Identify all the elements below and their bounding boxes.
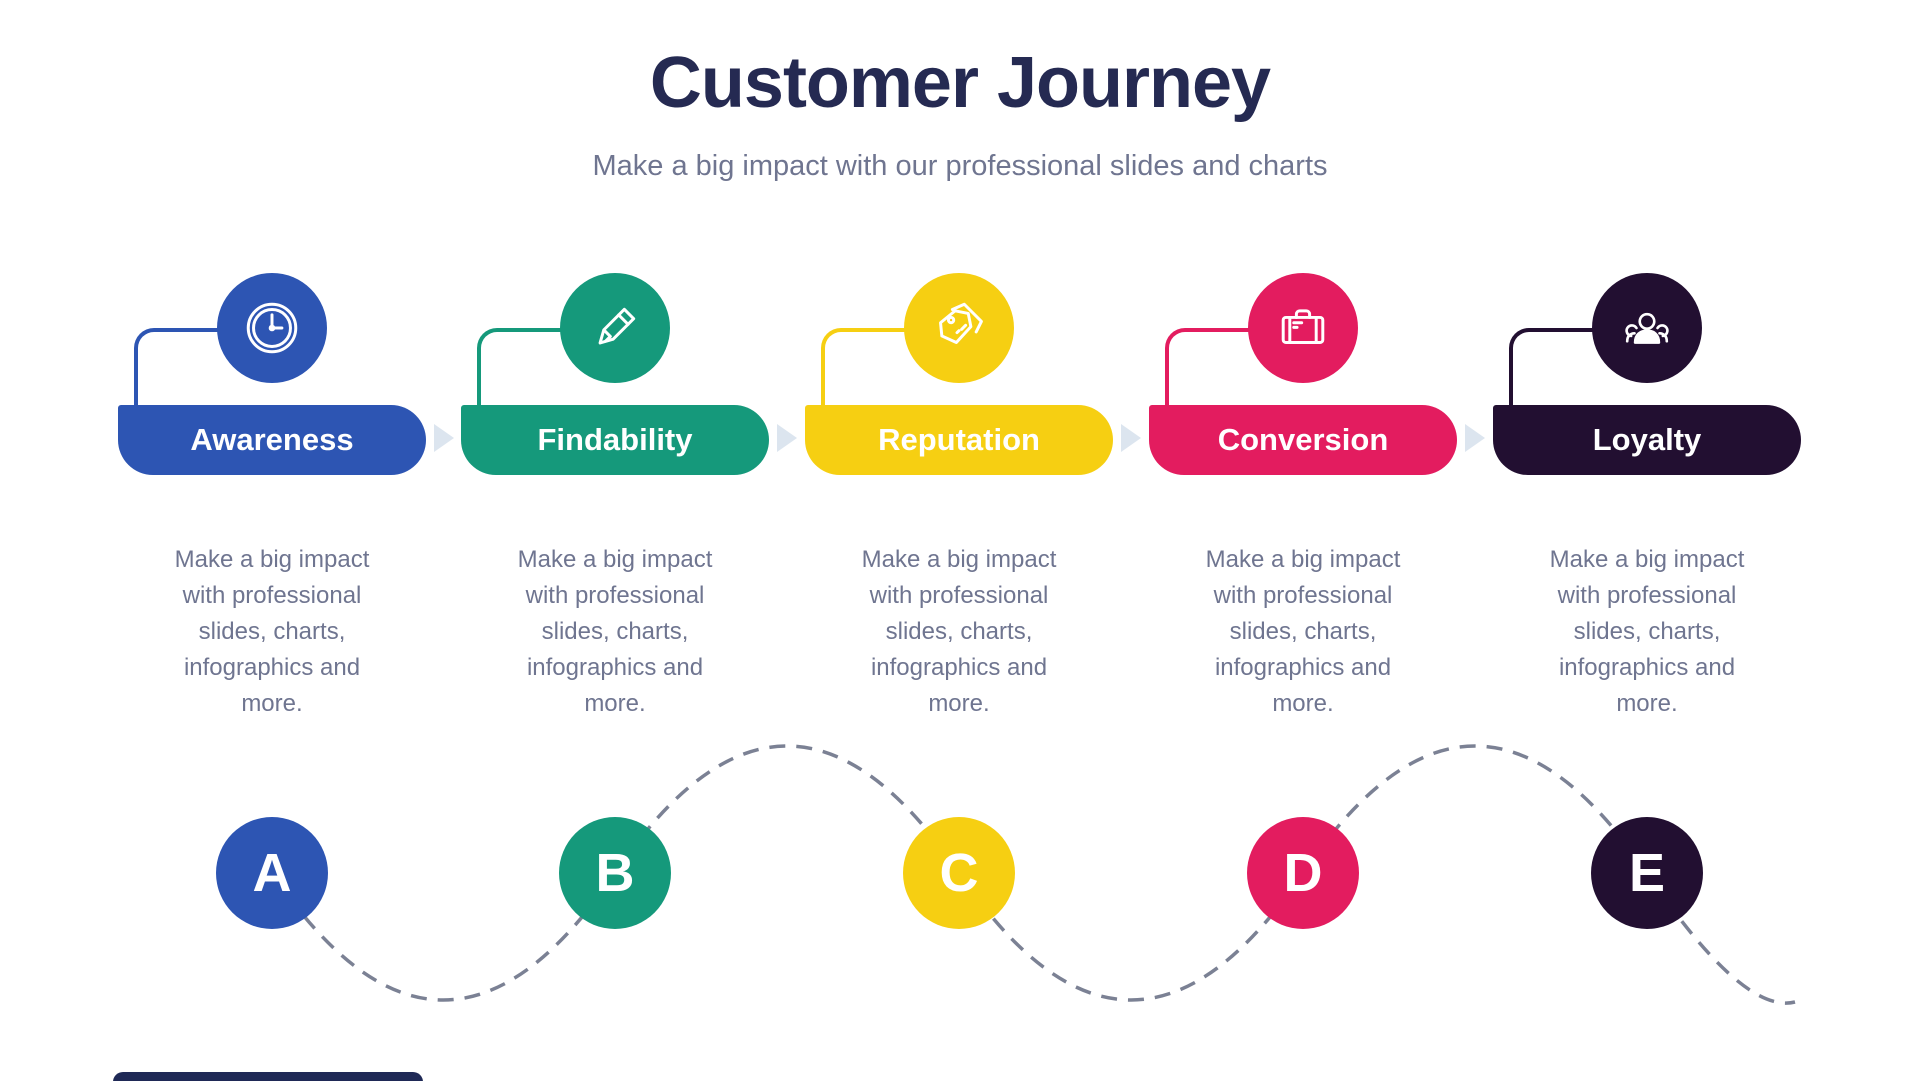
stage-findability: Findability Make a big impact with profe… [443, 0, 787, 1081]
connector-line [1165, 328, 1255, 409]
page-subtitle: Make a big impact with our professional … [592, 150, 1328, 182]
stage-pill: Loyalty [1493, 405, 1801, 475]
stage-pill: Awareness [118, 405, 426, 475]
conversion-icon-circle [1248, 273, 1358, 383]
page-title: Customer Journey [649, 43, 1271, 123]
price-tags-icon [939, 302, 983, 345]
arrow-right-icon [1121, 424, 1141, 452]
pencil-icon [598, 307, 636, 345]
findability-icon-circle [560, 273, 670, 383]
stage-letter-badge: E [1591, 817, 1703, 929]
stage-awareness: Awareness Make a big impact with profess… [100, 0, 444, 1081]
arrow-right-icon [1465, 424, 1485, 452]
awareness-icon-circle [217, 273, 327, 383]
arrow-right-icon [434, 424, 454, 452]
stage-pill: Reputation [805, 405, 1113, 475]
people-group-icon [1625, 312, 1669, 344]
stage-pill: Conversion [1149, 405, 1457, 475]
clock-icon [246, 302, 298, 354]
connector-line [821, 328, 911, 409]
stage-description: Make a big impact with professional slid… [517, 546, 713, 717]
stage-conversion: Conversion Make a big impact with profes… [1131, 0, 1475, 1081]
stage-letter-badge: C [903, 817, 1015, 929]
stage-description: Make a big impact with professional slid… [1205, 546, 1401, 717]
stage-loyalty: Loyalty Make a big impact with professio… [1475, 0, 1819, 1081]
reputation-icon-circle [904, 273, 1014, 383]
stage-description: Make a big impact with professional slid… [174, 546, 370, 717]
stage-reputation: Reputation Make a big impact with profes… [787, 0, 1131, 1081]
stage-pill: Findability [461, 405, 769, 475]
arrow-right-icon [777, 424, 797, 452]
stage-letter-badge: B [559, 817, 671, 929]
briefcase-icon [1281, 309, 1325, 345]
loyalty-icon-circle [1592, 273, 1702, 383]
stage-letter-badge: D [1247, 817, 1359, 929]
connector-line [134, 328, 224, 409]
stage-description: Make a big impact with professional slid… [1549, 546, 1745, 717]
stage-letter-badge: A [216, 817, 328, 929]
stage-description: Make a big impact with professional slid… [861, 546, 1057, 717]
connector-line [1509, 328, 1599, 409]
connector-line [477, 328, 567, 409]
footer-accent-bar [113, 1072, 423, 1081]
